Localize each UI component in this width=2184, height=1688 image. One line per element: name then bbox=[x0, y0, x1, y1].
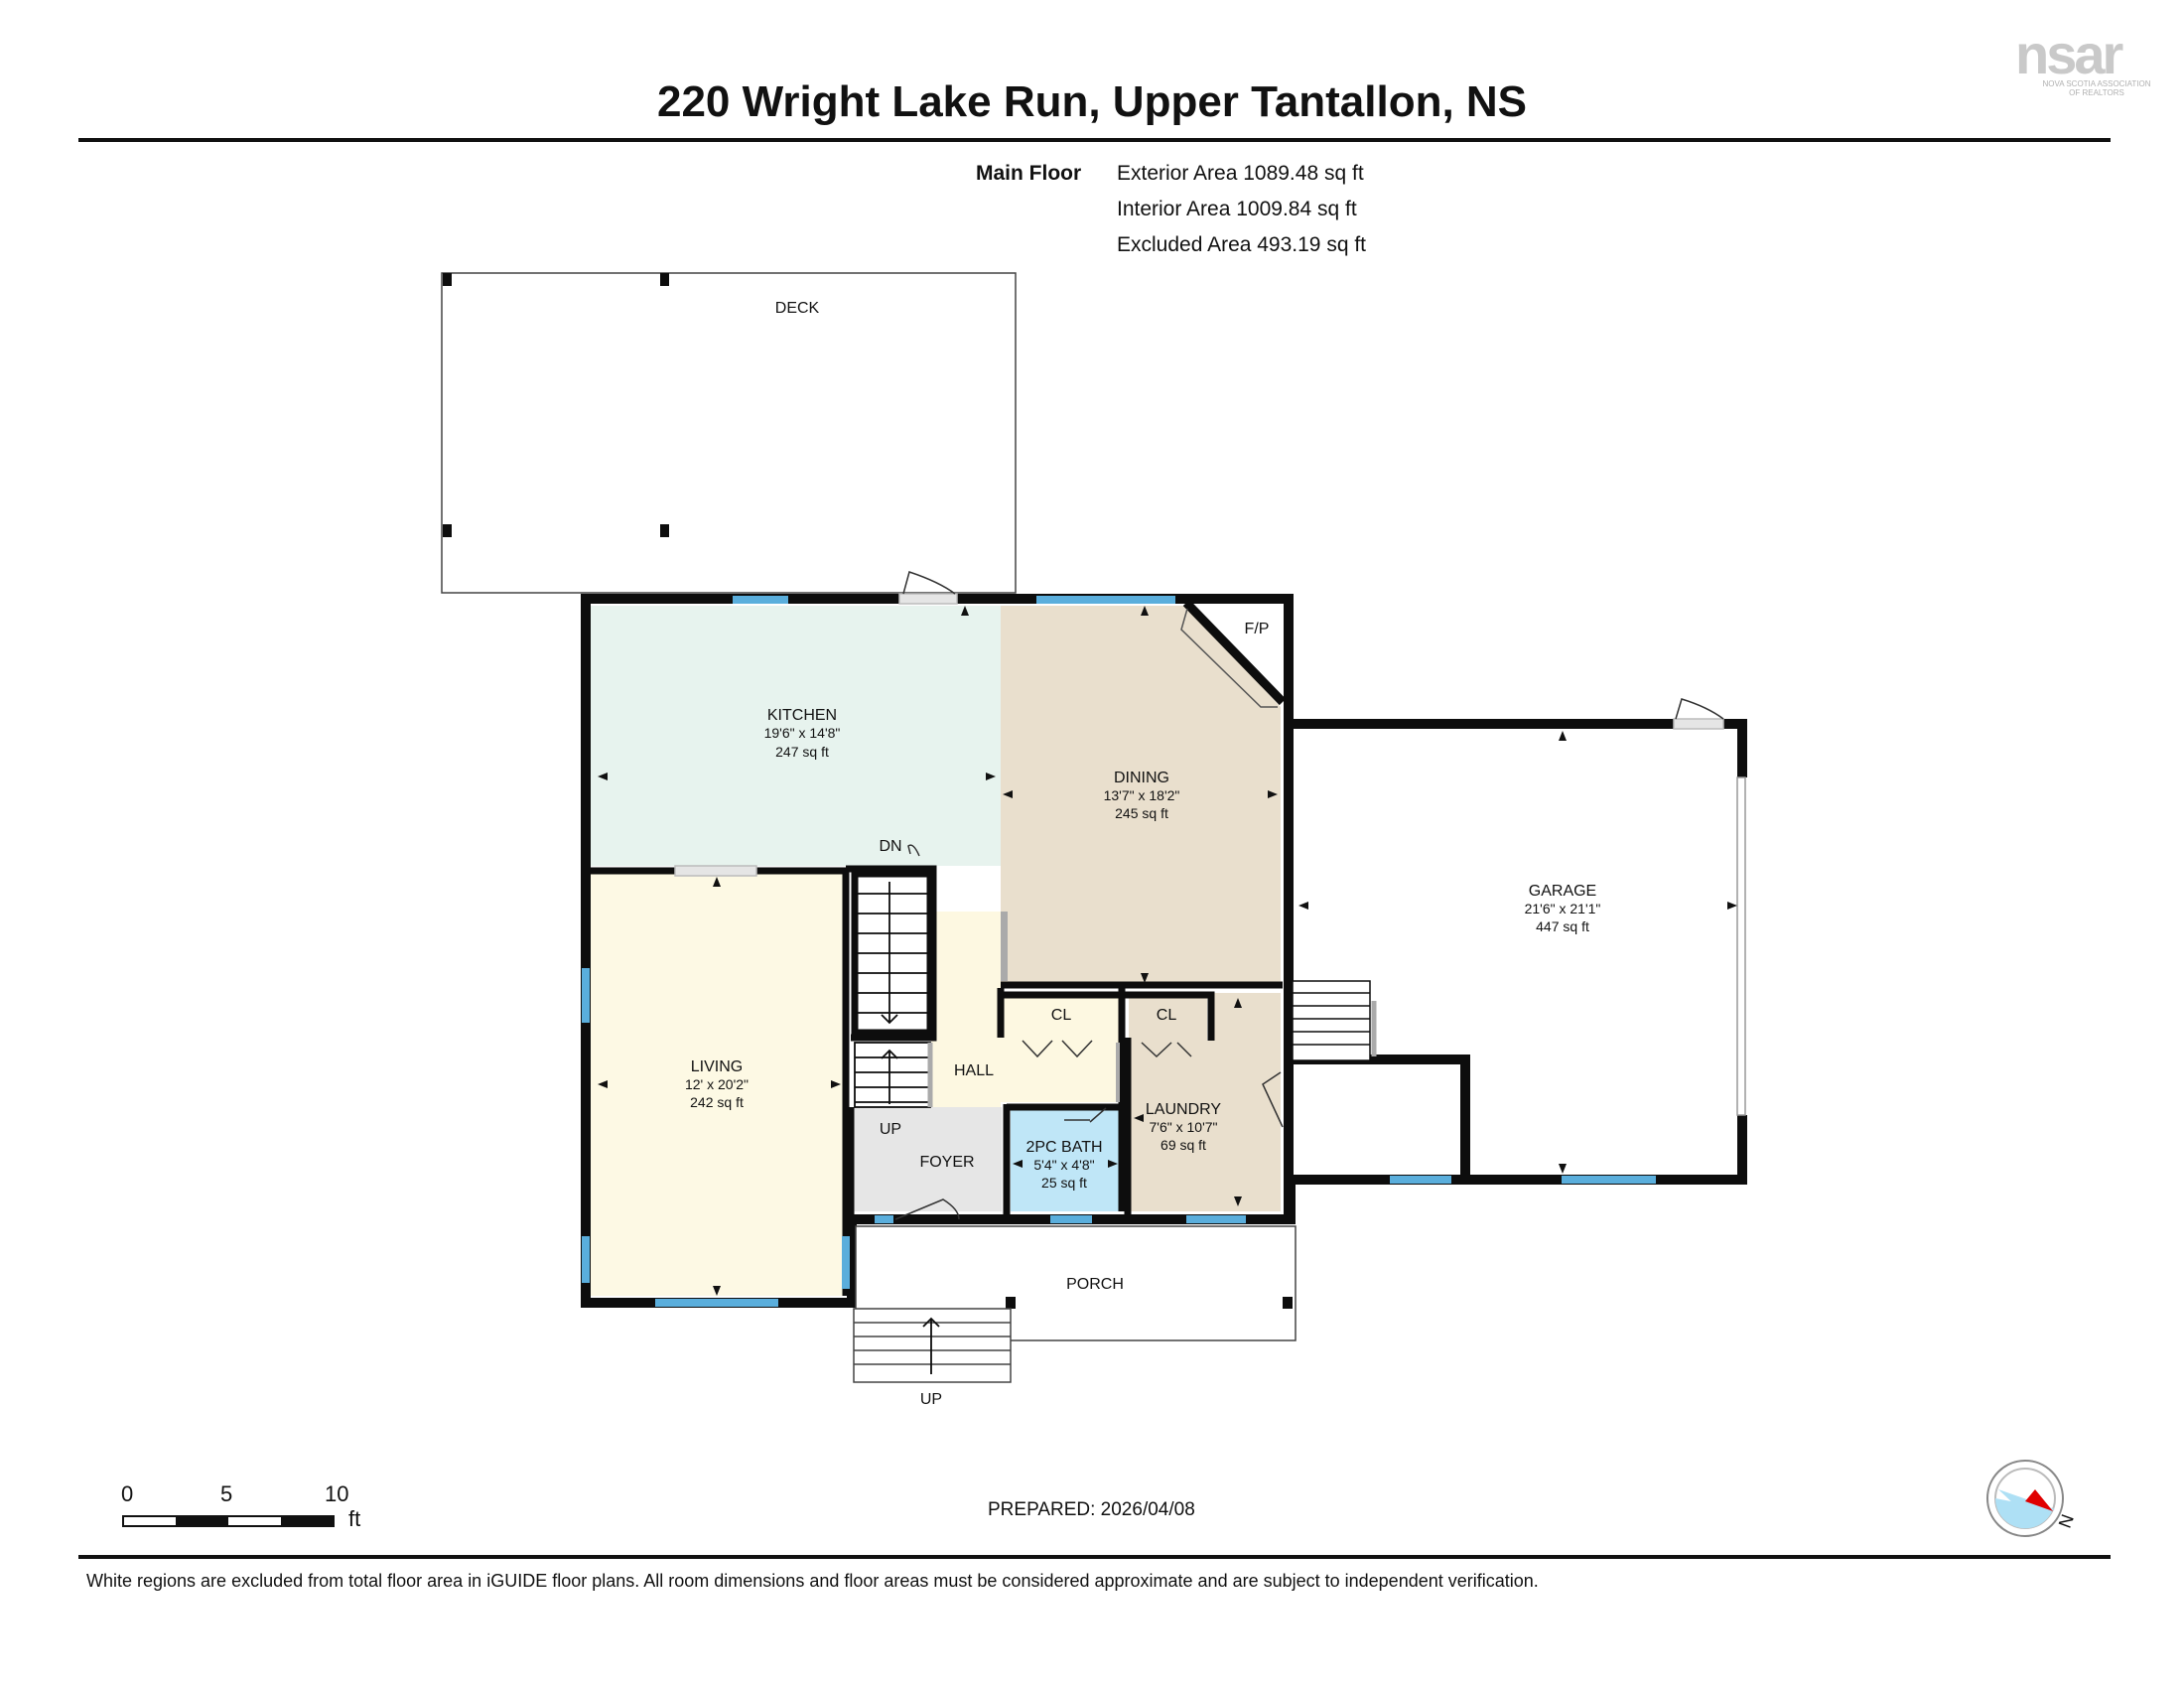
scale-bar bbox=[122, 1515, 335, 1527]
exterior-area: Exterior Area 1089.48 sq ft bbox=[1117, 162, 1364, 185]
deck-door-sill bbox=[898, 593, 958, 605]
closet1-name: CL bbox=[1051, 1007, 1072, 1024]
compass-icon bbox=[1986, 1460, 2064, 1537]
laundry-dims: 7'6" x 10'7" bbox=[1150, 1119, 1218, 1135]
stair-down-label: DN bbox=[879, 838, 901, 855]
bath-door-swing bbox=[1064, 1107, 1107, 1123]
fireplace bbox=[1180, 599, 1287, 708]
bath-dims: 5'4" x 4'8" bbox=[1033, 1157, 1094, 1173]
dimension-arrows bbox=[598, 606, 1737, 1296]
living-fill bbox=[589, 871, 843, 1296]
hall-fill bbox=[931, 912, 1122, 1107]
fireplace-label: F/P bbox=[1245, 621, 1270, 637]
dining-fill bbox=[1001, 606, 1281, 985]
logo-mark: nsar bbox=[2015, 23, 2123, 85]
deck-post bbox=[443, 524, 452, 537]
dining-dims: 13'7" x 18'2" bbox=[1104, 787, 1180, 803]
garage-entry-swing bbox=[1675, 698, 1724, 720]
deck-outline bbox=[441, 272, 1017, 594]
stair-up-label: UP bbox=[880, 1121, 901, 1138]
garage-name: GARAGE bbox=[1529, 883, 1596, 900]
foyer-name: FOYER bbox=[919, 1154, 974, 1171]
closet2-doors bbox=[1141, 1042, 1192, 1058]
interior-area: Interior Area 1009.84 sq ft bbox=[1117, 198, 1357, 220]
closet1-doors bbox=[1022, 1040, 1093, 1058]
front-door-swing bbox=[894, 1198, 960, 1220]
bath-name: 2PC BATH bbox=[1025, 1139, 1102, 1156]
disclaimer: White regions are excluded from total fl… bbox=[86, 1571, 1539, 1591]
excluded-area: Excluded Area 493.19 sq ft bbox=[1117, 233, 1367, 256]
footer-rule bbox=[78, 1555, 2111, 1559]
compass-north-label: N bbox=[2055, 1511, 2078, 1530]
kitchen-dims: 19'6" x 14'8" bbox=[764, 725, 841, 741]
dining-area: 245 sq ft bbox=[1115, 805, 1168, 821]
deck-post bbox=[660, 273, 669, 286]
living-name: LIVING bbox=[691, 1058, 743, 1075]
floor-name: Main Floor bbox=[976, 162, 1082, 185]
inside-stairs bbox=[851, 870, 934, 1108]
living-area: 242 sq ft bbox=[690, 1094, 744, 1110]
header-rule bbox=[78, 138, 2111, 142]
scale-tick-0: 0 bbox=[121, 1481, 134, 1506]
bath-area: 25 sq ft bbox=[1041, 1175, 1087, 1191]
stair-door-swing bbox=[907, 844, 920, 857]
foyer-fill bbox=[851, 1107, 1002, 1211]
garage-door bbox=[1736, 776, 1746, 1116]
prepared-date: PREPARED: 2026/04/08 bbox=[988, 1499, 1195, 1520]
porch-stair-up-label: UP bbox=[920, 1391, 942, 1408]
logo-subtext: NOVA SCOTIA ASSOCIATION OF REALTORS bbox=[2042, 79, 2151, 97]
deck-door-swing bbox=[902, 571, 956, 595]
scale-tick-5: 5 bbox=[220, 1481, 233, 1506]
porch bbox=[853, 1225, 1297, 1383]
kitchen-area: 247 sq ft bbox=[775, 744, 829, 760]
deck-post bbox=[660, 524, 669, 537]
garage-dims: 21'6" x 21'1" bbox=[1525, 901, 1601, 916]
windows bbox=[582, 596, 1656, 1307]
garage-steps bbox=[1292, 980, 1377, 1061]
laundry-door-swing bbox=[1262, 1071, 1284, 1128]
hall-panel bbox=[1001, 912, 1008, 981]
garage-area: 447 sq ft bbox=[1536, 918, 1589, 934]
kitchen-name: KITCHEN bbox=[767, 707, 837, 724]
closet2-name: CL bbox=[1157, 1007, 1177, 1024]
deck-post bbox=[443, 273, 452, 286]
garage-entry-sill bbox=[1673, 718, 1724, 730]
porch-name: PORCH bbox=[1066, 1276, 1124, 1293]
deck-name: DECK bbox=[775, 300, 820, 317]
living-opening bbox=[674, 865, 757, 877]
laundry-name: LAUNDRY bbox=[1146, 1101, 1222, 1118]
doors bbox=[674, 571, 1724, 1220]
kitchen-fill bbox=[589, 606, 1001, 866]
bath-fill bbox=[1011, 1110, 1120, 1211]
page-title: 220 Wright Lake Run, Upper Tantallon, NS bbox=[656, 77, 1528, 126]
nsar-logo: nsar NOVA SCOTIA ASSOCIATION OF REALTORS bbox=[2015, 22, 2174, 101]
scale-unit: ft bbox=[348, 1506, 361, 1531]
scale-tick-10: 10 bbox=[325, 1481, 349, 1506]
hall-name: HALL bbox=[954, 1062, 994, 1079]
laundry-area: 69 sq ft bbox=[1160, 1137, 1206, 1153]
dining-name: DINING bbox=[1114, 770, 1169, 786]
living-dims: 12' x 20'2" bbox=[685, 1076, 749, 1092]
